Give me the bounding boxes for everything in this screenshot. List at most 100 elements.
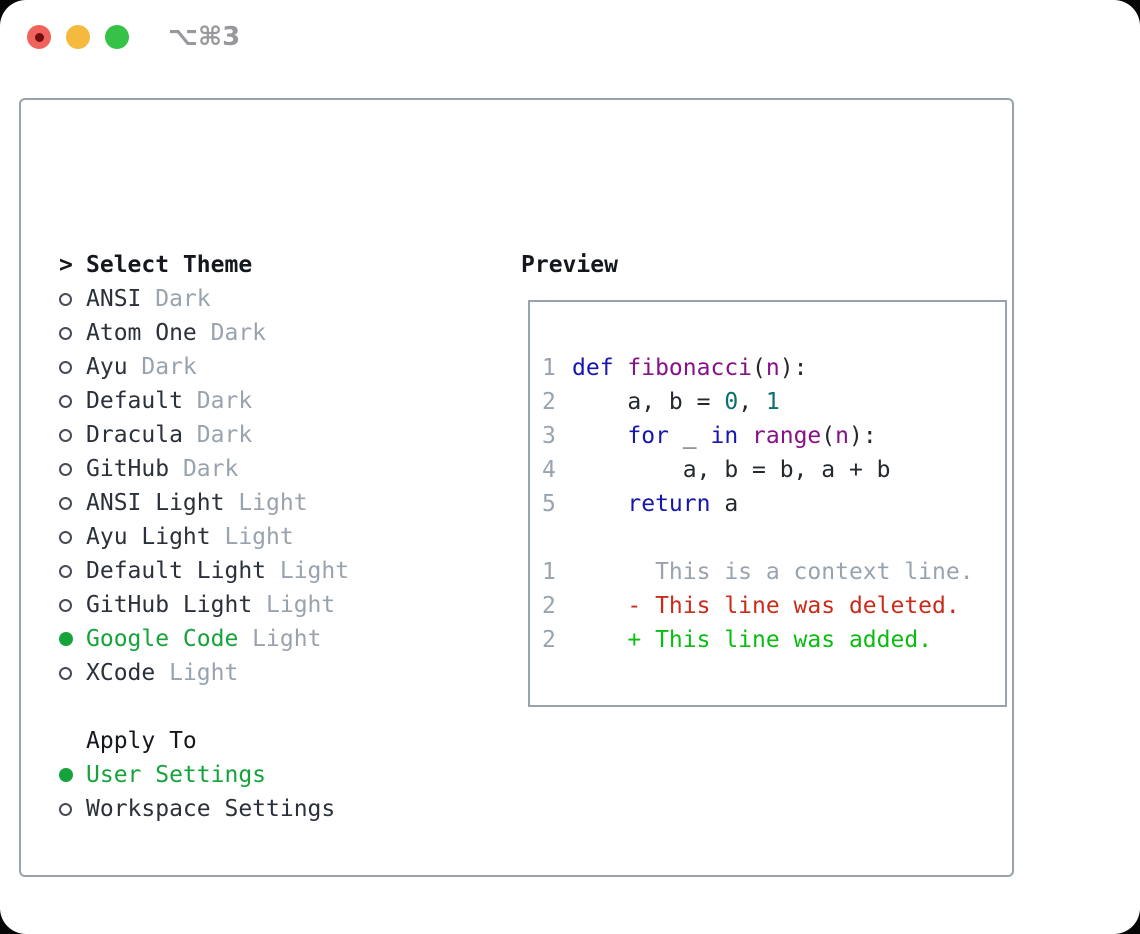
theme-variant-tag: Dark (182, 388, 253, 414)
theme-name: GitHub (86, 456, 170, 482)
theme-name: ANSI Light (86, 490, 225, 516)
token-kwd: for (627, 423, 669, 449)
line-number: 3 (542, 423, 556, 449)
token-lit: 1 (765, 389, 780, 415)
traffic-lights (27, 25, 129, 49)
theme-option-ayu[interactable]: Ayu Dark (59, 350, 349, 384)
token-pln: , (738, 389, 766, 415)
line-number: 1 (542, 355, 556, 381)
token-typ: fibonacci (627, 355, 753, 381)
theme-name: Ayu Light (86, 524, 211, 550)
theme-variant-tag: Dark (182, 422, 253, 448)
line-number: 2 (542, 389, 556, 415)
theme-option-dracula[interactable]: Dracula Dark (59, 418, 349, 452)
diff-line-add: 2 + This line was added. (542, 623, 1005, 657)
theme-option-default[interactable]: Default Dark (59, 384, 349, 418)
line-number: 2 (542, 627, 556, 653)
theme-name: Default Light (86, 558, 267, 584)
theme-variant-tag: Dark (169, 456, 239, 482)
theme-option-atom-one[interactable]: Atom One Dark (59, 316, 349, 350)
focus-caret-icon: > (59, 252, 73, 278)
preview-box: 1 def fibonacci ( n): 2 a, b = 0, 1 3 for _ i… (528, 300, 1007, 707)
token-kwd: in (710, 423, 739, 449)
theme-variant-tag: Light (252, 592, 336, 618)
radio-icon (59, 530, 72, 544)
token-typ: n (765, 355, 780, 381)
theme-option-github[interactable]: GitHub Dark (59, 452, 349, 486)
token-pln (738, 423, 752, 449)
token-kwd: def (572, 355, 628, 381)
theme-option-ansi[interactable]: ANSI Dark (59, 282, 349, 316)
code-line-2: 2 a, b = 0, 1 (542, 385, 1005, 419)
minimize-button[interactable] (66, 25, 90, 49)
theme-name: Ayu (86, 354, 128, 380)
theme-option-github-light[interactable]: GitHub Light Light (59, 588, 349, 622)
code-line-4: 4 a, b = b, a + b (542, 453, 1005, 487)
theme-variant-tag: Light (238, 626, 322, 652)
radio-icon (59, 598, 72, 612)
theme-option-xcode[interactable]: XCode Light (59, 656, 349, 690)
token-pln: ): (849, 423, 877, 449)
theme-option-google-code[interactable]: Google Code Light (59, 622, 349, 656)
close-button[interactable] (27, 25, 51, 49)
token-pln: ( (821, 423, 836, 449)
diff-line-ctx: 1 This is a context line. (542, 555, 1005, 589)
hint-line-1: (Use Enter to select, Tab to (59, 928, 447, 934)
theme-name: Google Code (86, 626, 239, 652)
theme-variant-tag: Light (155, 660, 239, 686)
radio-icon (59, 802, 72, 816)
token-pln: a, b = b, a + b (572, 457, 891, 483)
theme-variant-tag: Light (224, 490, 308, 516)
spacer (59, 690, 349, 724)
token-pln (572, 423, 627, 449)
radio-icon (59, 496, 72, 510)
radio-icon (59, 394, 72, 408)
theme-name: GitHub Light (86, 592, 253, 618)
token-pln: a, b = (572, 389, 725, 415)
close-dot-icon (34, 32, 44, 42)
apply-option-label: Workspace Settings (86, 796, 336, 822)
theme-variant-tag: Dark (141, 286, 211, 312)
theme-name: XCode (86, 660, 156, 686)
token-pln: ): (779, 355, 808, 381)
theme-variant-tag: Light (210, 524, 294, 550)
select-theme-header: > Select Theme (59, 248, 349, 282)
line-number: 5 (542, 491, 556, 517)
theme-name: Atom One (86, 320, 197, 346)
theme-name: ANSI (86, 286, 142, 312)
zoom-button[interactable] (105, 25, 129, 49)
code-preview: 1 def fibonacci ( n): 2 a, b = 0, 1 3 for _ i… (542, 351, 1005, 521)
diff-preview: 1 This is a context line.2 - This line w… (542, 555, 1005, 657)
theme-option-ayu-light[interactable]: Ayu Light Light (59, 520, 349, 554)
theme-variant-tag: Dark (196, 320, 267, 346)
code-line-5: 5 return a (542, 487, 1005, 521)
radio-icon (59, 666, 72, 680)
radio-icon (59, 428, 72, 442)
token-pln: _ (668, 423, 711, 449)
apply-to-header: Apply To (59, 724, 349, 758)
radio-icon (59, 462, 72, 476)
radio-selected-icon (59, 768, 73, 782)
token-pln: a (710, 491, 739, 517)
theme-option-default-light[interactable]: Default Light Light (59, 554, 349, 588)
apply-option-user-settings[interactable]: User Settings (59, 758, 349, 792)
diff-text-add: + This line was added. (572, 627, 933, 653)
select-theme-title: Select Theme (86, 252, 253, 278)
theme-variant-tag: Dark (127, 354, 197, 380)
preview-title: Preview (521, 252, 618, 278)
apply-to-title: Apply To (86, 728, 197, 754)
line-number: 4 (542, 457, 556, 483)
keyboard-hint: (Use Enter to select, Tab to change focu… (59, 860, 447, 934)
radio-icon (59, 360, 72, 374)
theme-option-ansi-light[interactable]: ANSI Light Light (59, 486, 349, 520)
apply-option-workspace-settings[interactable]: Workspace Settings (59, 792, 349, 826)
radio-selected-icon (59, 632, 73, 646)
window-title: ⌥⌘3 (168, 22, 241, 52)
token-typ: range (752, 423, 822, 449)
line-number: 2 (542, 593, 556, 619)
